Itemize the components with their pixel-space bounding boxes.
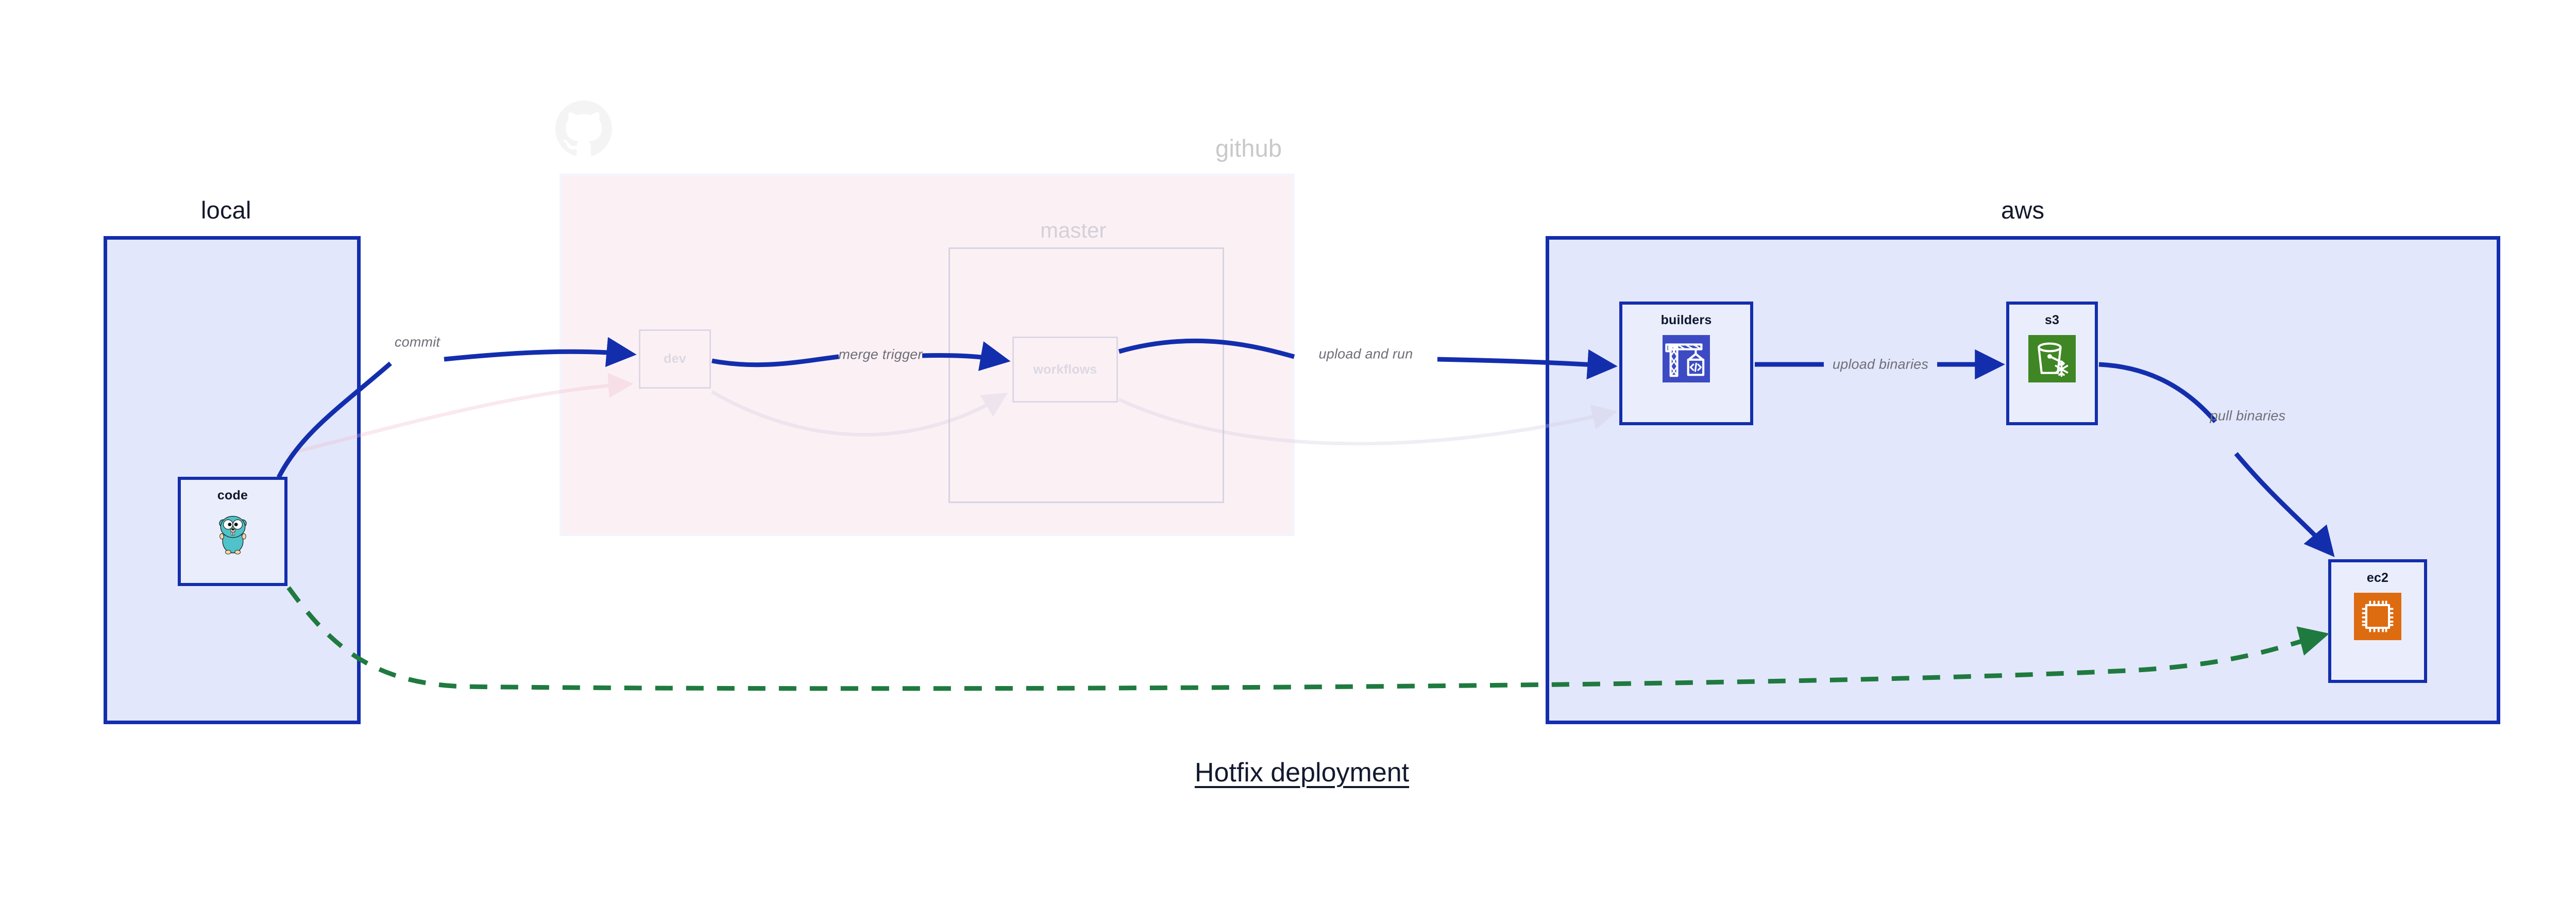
aws-s3-glacier-icon — [2028, 335, 2076, 382]
aws-codebuild-icon — [1663, 335, 1710, 382]
edge-label-pull-binaries: pull binaries — [2210, 408, 2286, 424]
node-s3[interactable]: s3 — [2006, 302, 2098, 425]
cluster-label-local: local — [201, 196, 251, 224]
node-label-s3: s3 — [2044, 313, 2060, 327]
node-builders[interactable]: builders — [1619, 302, 1753, 425]
aws-ec2-icon — [2354, 593, 2401, 640]
cluster-label-github: github — [1215, 135, 1282, 162]
go-gopher-icon — [218, 515, 247, 555]
subcluster-master — [948, 247, 1224, 503]
subcluster-label-master: master — [1040, 218, 1107, 242]
node-code[interactable]: code — [178, 477, 287, 586]
node-label-workflows: workflows — [1033, 362, 1097, 377]
node-label-code: code — [217, 488, 248, 503]
github-octocat-icon — [555, 101, 612, 157]
node-label-builders: builders — [1660, 313, 1712, 327]
node-workflows[interactable]: workflows — [1012, 337, 1118, 403]
node-ec2[interactable]: ec2 — [2328, 559, 2427, 683]
edge-label-merge-trigger: merge trigger — [838, 346, 923, 362]
node-dev[interactable]: dev — [639, 329, 711, 389]
node-label-dev: dev — [664, 352, 686, 366]
edge-label-upload-binaries: upload binaries — [1832, 356, 1929, 372]
diagram-title: Hotfix deployment — [1194, 758, 1410, 788]
node-label-ec2: ec2 — [2366, 571, 2389, 585]
edge-label-upload-and-run: upload and run — [1318, 346, 1413, 362]
edge-label-commit: commit — [394, 334, 440, 350]
cluster-label-aws: aws — [2001, 196, 2045, 224]
